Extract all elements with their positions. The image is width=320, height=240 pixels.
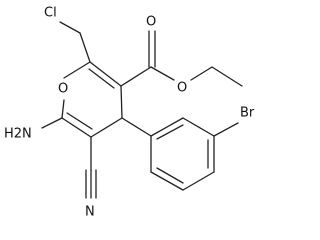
- bonds: [41, 21, 243, 199]
- atom-labels: Cl O O O H2N N Br: [4, 6, 255, 220]
- bond-c4-c5: [120, 85, 123, 119]
- bond-c2-amine: [41, 117, 63, 129]
- chlorine-label: Cl: [44, 6, 57, 21]
- bond-o1-c2: [61, 99, 65, 119]
- bond-c5-carbonyl: [120, 66, 152, 87]
- amine-label: H2N: [4, 127, 32, 142]
- bond-ph-1: [150, 117, 184, 137]
- ring-oxygen-label: O: [58, 82, 68, 97]
- bond-ph-2: [182, 117, 215, 137]
- bond-ph-5: [150, 171, 184, 191]
- nitrile-nitrogen-label: N: [85, 205, 95, 220]
- bond-c4-phenyl: [121, 117, 152, 137]
- bond-ch2-ch3: [211, 66, 243, 87]
- bond-c2-c3: [61, 117, 92, 138]
- bond-ester-o-ch2: [190, 66, 213, 81]
- bond-c5-c6: [89, 61, 122, 87]
- molecule-structure-diagram: Cl O O O H2N N Br: [4, 6, 255, 220]
- bond-carbonyl-ester-o: [150, 66, 175, 81]
- ester-oxygen-label: O: [177, 81, 187, 96]
- bond-c3-c4: [90, 117, 123, 138]
- bond-ph-5-double: [156, 167, 184, 184]
- bond-c5-c6-double: [88, 68, 115, 89]
- bond-c-br: [213, 122, 239, 137]
- bond-c2-c3-double: [66, 112, 93, 130]
- bond-ph-1-double: [156, 124, 184, 140]
- bond-ch2-c6: [79, 32, 91, 63]
- bond-cl-ch2: [59, 21, 81, 34]
- bond-c6-o1: [63, 61, 91, 79]
- carbonyl-oxygen-label: O: [146, 15, 156, 30]
- bromine-label: Br: [240, 106, 255, 121]
- bond-ph-4: [182, 171, 215, 191]
